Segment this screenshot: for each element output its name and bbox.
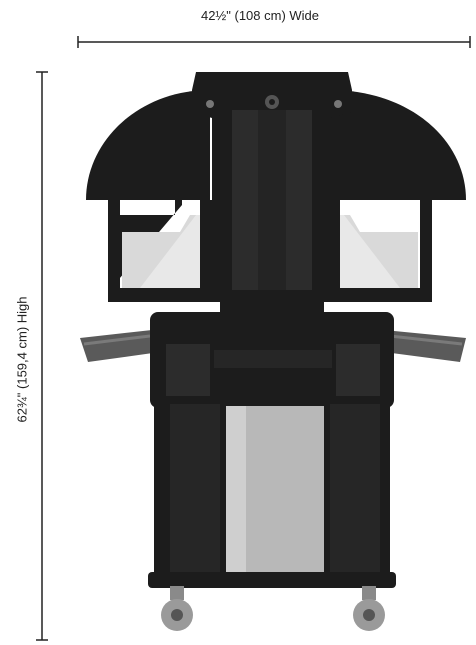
height-dimension-line: [36, 71, 48, 641]
caster-right-icon: [353, 586, 385, 631]
width-dimension-line: [77, 36, 471, 48]
width-dimension-label: 42½" (108 cm) Wide: [200, 8, 320, 23]
stand-with-wings-and-casters-icon: [80, 72, 466, 631]
caster-left-icon: [161, 586, 193, 631]
